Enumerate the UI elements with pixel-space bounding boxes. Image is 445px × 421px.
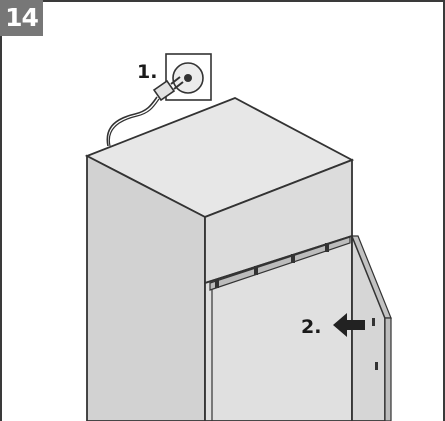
wall-socket-icon: [165, 53, 212, 101]
step-1-label: 1.: [137, 61, 157, 83]
appliance-body: [84, 97, 355, 421]
step-2-label: 2.: [301, 316, 321, 338]
power-plug-icon: [106, 76, 184, 147]
pull-direction-arrow-icon: [333, 313, 365, 337]
side-panel: [351, 235, 392, 421]
step-number-badge: 14: [0, 0, 43, 36]
